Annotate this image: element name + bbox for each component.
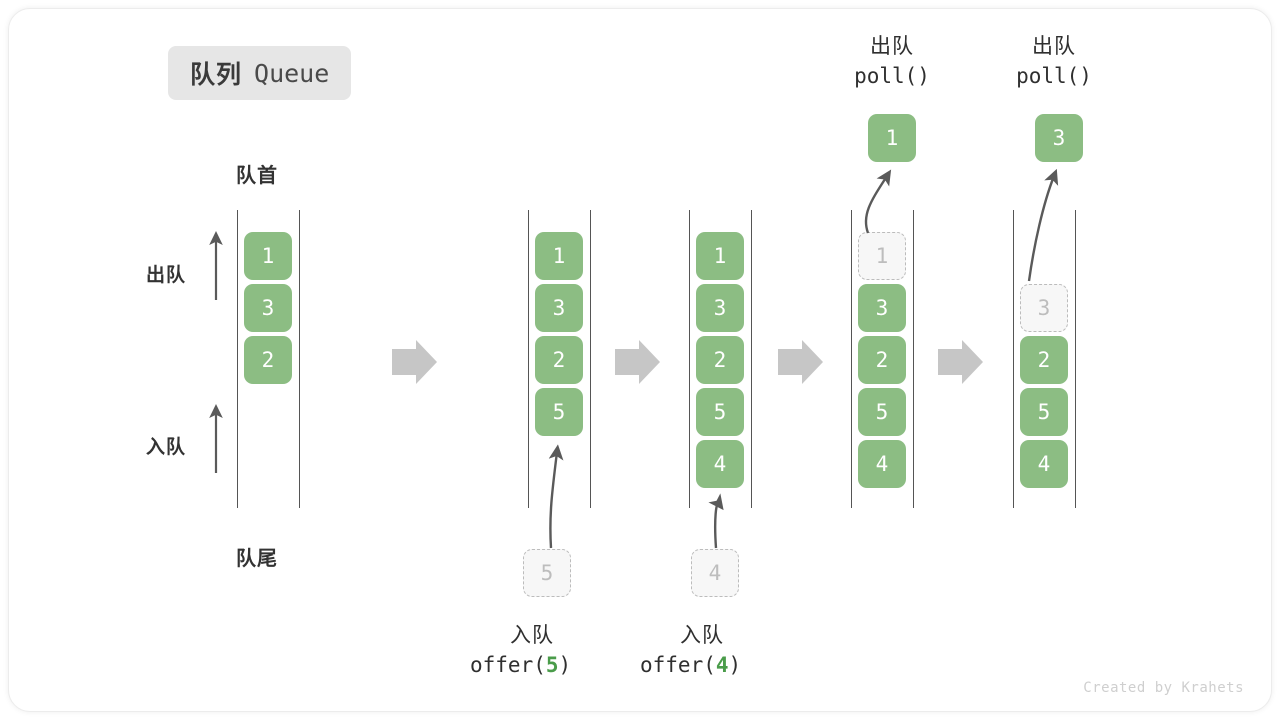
credit-text: Created by Krahets [1083,680,1244,696]
title-english: Queue [254,58,330,88]
queue-rail-left [528,210,529,508]
caption-offer-5-code: offer(5) [470,652,572,677]
offer-4-arg: 4 [715,652,729,677]
queue-cell-ghost-1: 1 [858,232,906,280]
queue-cell-solid-3: 3 [858,284,906,332]
offer-5-arg: 5 [545,652,559,677]
queue-rail-right [299,210,300,508]
queue-cell-solid-1: 1 [244,232,292,280]
queue-rail-left [237,210,238,508]
caption-poll-1: 出队 poll() [817,32,967,92]
queue-cell-solid-1: 1 [696,232,744,280]
queue-cell-solid-3: 3 [535,284,583,332]
caption-offer-4-code: offer(4) [640,652,742,677]
caption-poll-2-code: poll() [1016,63,1092,88]
queue-cell-solid-4: 4 [1020,440,1068,488]
queue-cell-solid-5: 5 [858,388,906,436]
caption-poll-1-code: poll() [854,63,930,88]
title-chinese: 队列 [190,61,243,89]
queue-cell-solid-2: 2 [1020,336,1068,384]
queue-cell-solid-1: 1 [535,232,583,280]
incoming-element-5: 5 [523,549,571,597]
queue-cell-solid-5: 5 [535,388,583,436]
enqueue-direction-label: 入队 [146,437,187,458]
queue-rail-right [913,210,914,508]
queue-cell-solid-4: 4 [696,440,744,488]
queue-cell-solid-2: 2 [535,336,583,384]
queue-cell-solid-3: 3 [244,284,292,332]
queue-cell-solid-5: 5 [1020,388,1068,436]
queue-cell-solid-2: 2 [244,336,292,384]
caption-offer-5: 入队 offer(5) [470,621,670,681]
popped-element-3: 3 [1035,114,1083,162]
diagram-card [8,8,1272,712]
caption-poll-2: 出队 poll() [979,32,1129,92]
popped-element-1: 1 [868,114,916,162]
caption-poll-1-cn: 出队 [870,35,914,58]
queue-tail-label: 队尾 [236,548,278,570]
queue-cell-solid-4: 4 [858,440,906,488]
queue-cell-solid-2: 2 [858,336,906,384]
queue-cell-solid-5: 5 [696,388,744,436]
queue-rail-right [1075,210,1076,508]
queue-rail-right [590,210,591,508]
queue-cell-solid-2: 2 [696,336,744,384]
queue-rail-left [851,210,852,508]
queue-cell-ghost-3: 3 [1020,284,1068,332]
caption-offer-5-cn: 入队 [510,624,554,647]
queue-cell-solid-3: 3 [696,284,744,332]
incoming-element-4: 4 [691,549,739,597]
caption-offer-4-cn: 入队 [680,624,724,647]
diagram-title-badge: 队列 Queue [168,46,352,100]
caption-poll-2-cn: 出队 [1032,35,1076,58]
queue-head-label: 队首 [236,165,278,187]
dequeue-direction-label: 出队 [146,265,187,286]
queue-rail-right [751,210,752,508]
queue-rail-left [1013,210,1014,508]
caption-offer-4: 入队 offer(4) [640,621,840,681]
queue-rail-left [689,210,690,508]
